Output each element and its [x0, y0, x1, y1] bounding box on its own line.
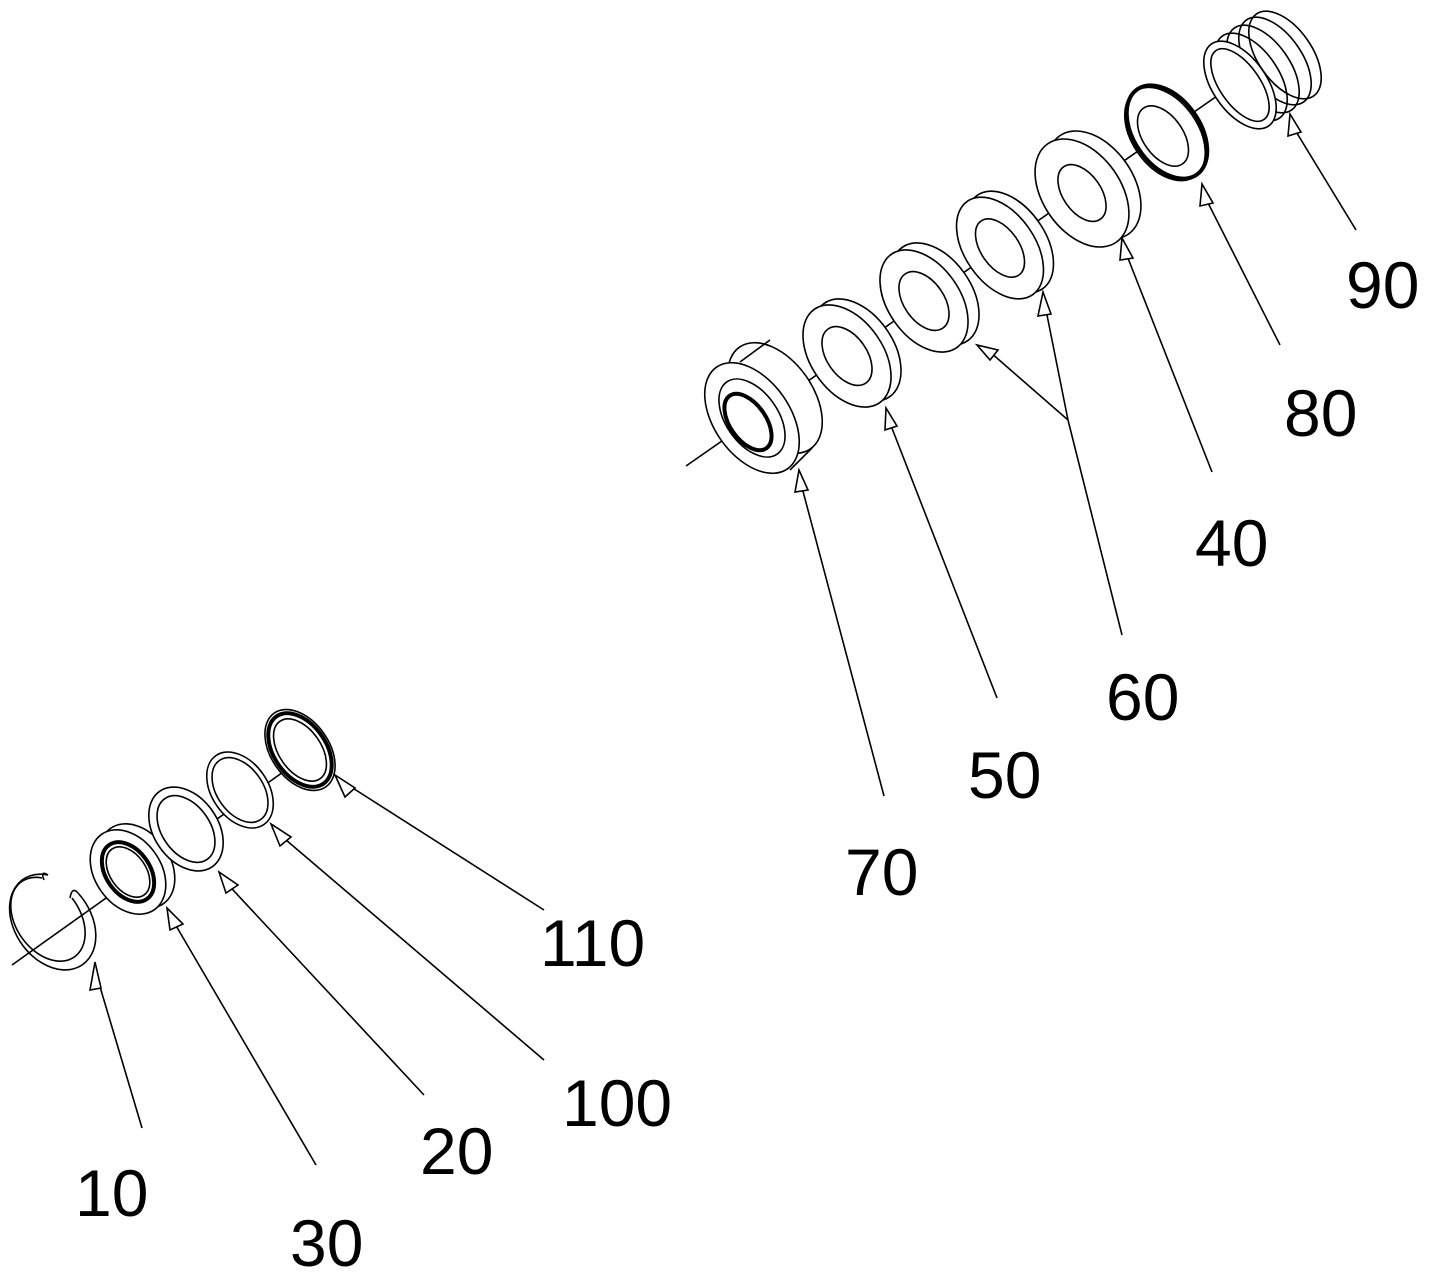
- label-50: 50: [968, 738, 1041, 812]
- part-40-spacer: [1034, 130, 1142, 248]
- part-50-spacer: [802, 298, 902, 408]
- label-100: 100: [562, 1066, 672, 1140]
- label-90: 90: [1346, 248, 1419, 322]
- label-10: 10: [75, 1156, 148, 1230]
- label-20: 20: [420, 1114, 493, 1188]
- upper-assembly: [685, 10, 1357, 797]
- upper-leader-lines: [794, 111, 1357, 797]
- lower-leader-lines: [89, 772, 545, 1166]
- lower-assembly: [8, 708, 545, 1166]
- label-70: 70: [845, 835, 918, 909]
- label-40: 40: [1195, 506, 1268, 580]
- part-60-spacer-a: [879, 242, 980, 353]
- label-80: 80: [1284, 376, 1357, 450]
- part-30-bearing: [89, 823, 176, 915]
- part-20-washer: [148, 786, 224, 872]
- label-60: 60: [1106, 660, 1179, 734]
- label-30: 30: [290, 1206, 363, 1274]
- part-60-spacer-b: [955, 190, 1055, 300]
- part-100-ring: [205, 751, 275, 829]
- part-110-seal-ring: [264, 708, 336, 792]
- label-110: 110: [540, 906, 645, 980]
- part-10-retaining-clip: [8, 872, 97, 971]
- part-70-bushing: [703, 339, 824, 475]
- part-80-washer: [1123, 83, 1210, 182]
- part-90-spring: [1202, 10, 1323, 130]
- part-labels: 10 30 20 100 110 70 50 60 40 80 90: [75, 248, 1419, 1274]
